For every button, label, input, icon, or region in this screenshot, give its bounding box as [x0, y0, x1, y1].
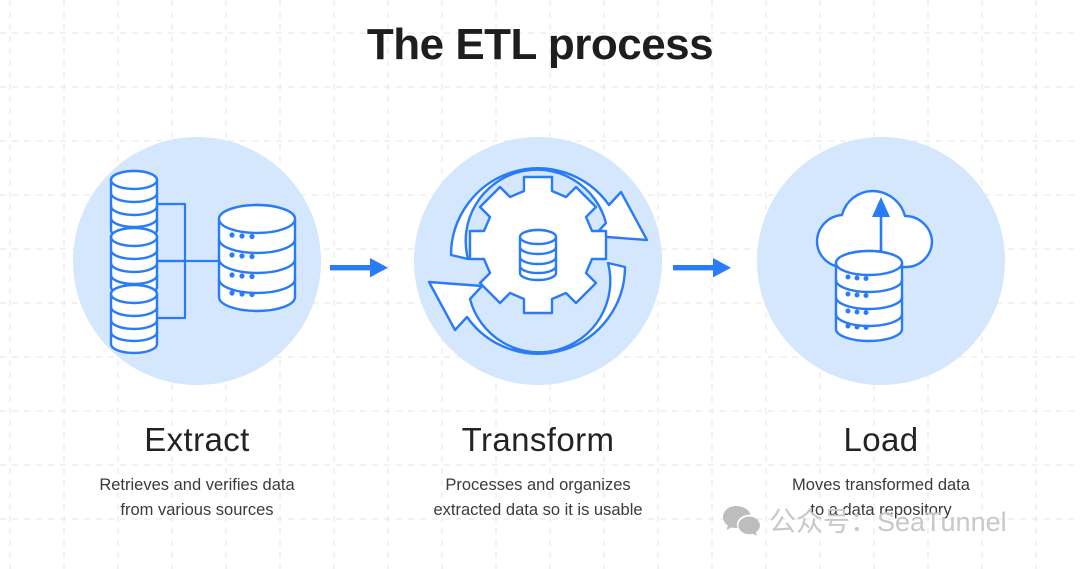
stage-transform: Transform Processes and organizes extrac… — [368, 137, 708, 523]
multiple-databases-to-database-icon — [109, 169, 297, 355]
stage-label-load: Load — [843, 421, 919, 458]
right-arrow-icon-transform-to-load — [673, 258, 731, 278]
stage-circle-load — [757, 137, 1005, 385]
stage-circle-transform — [414, 137, 662, 385]
stage-description-transform: Processes and organizes extracted data s… — [433, 476, 643, 519]
stage-circle-extract — [73, 137, 321, 385]
stage-label-extract: Extract — [144, 421, 250, 458]
gear-with-database-refresh-arrows-icon — [427, 167, 649, 355]
right-arrow-icon-extract-to-transform — [330, 258, 388, 278]
stage-description-load: Moves transformed data to a data reposit… — [792, 476, 970, 519]
cloud-upload-database-icon — [815, 189, 934, 343]
stage-label-transform: Transform — [461, 421, 615, 458]
stage-extract: Extract Retrieves and verifies data from… — [27, 137, 367, 523]
stage-load: Load Moves transformed data to a data re… — [711, 137, 1051, 523]
stage-description-extract: Retrieves and verifies data from various… — [99, 476, 295, 519]
page-title: The ETL process — [366, 20, 714, 69]
